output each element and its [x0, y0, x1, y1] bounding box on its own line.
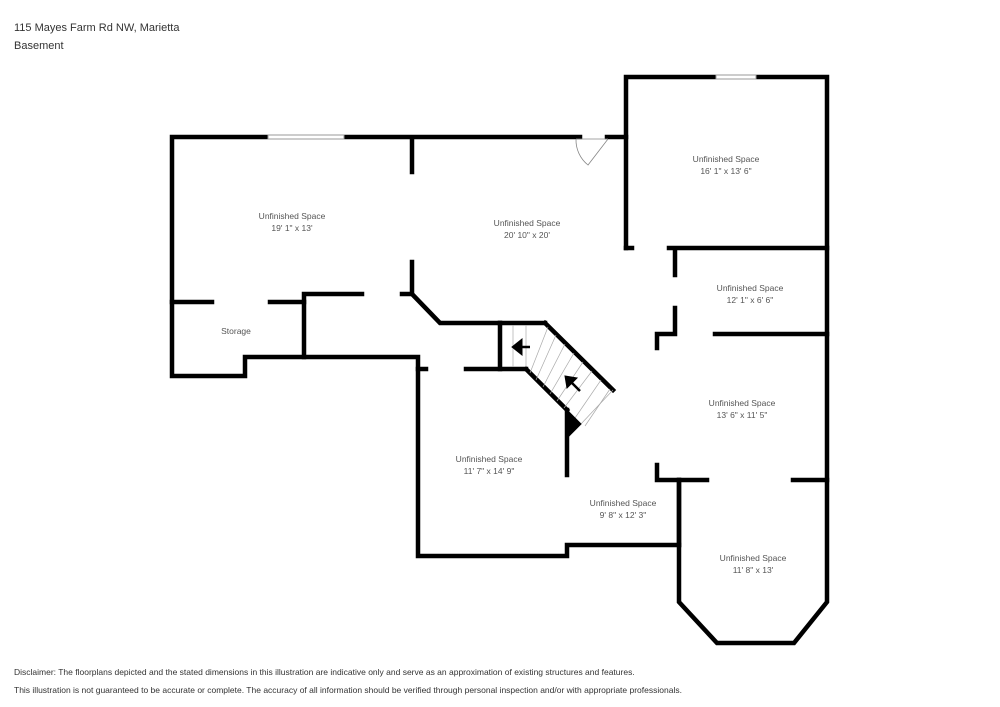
windows — [267, 74, 757, 140]
room-unfinished-east-mid: Unfinished Space 13' 6" x 11' 5" — [708, 398, 776, 420]
room-unfinished-west: Unfinished Space 19' 1" x 13' — [258, 211, 326, 233]
stair-arrows — [511, 337, 582, 440]
disclaimer-line-1: Disclaimer: The floorplans depicted and … — [14, 667, 635, 677]
window-left — [267, 134, 345, 140]
room-unfinished-center: Unfinished Space 20' 10" x 20' — [493, 218, 561, 240]
room-unfinished-east-small: Unfinished Space 12' 1" x 6' 6" — [716, 283, 784, 305]
arrow-left-icon — [511, 337, 530, 357]
walls — [169, 74, 830, 646]
room-unfinished-northeast: Unfinished Space 16' 1" x 13' 6" — [692, 154, 760, 176]
disclaimer: Disclaimer: The floorplans depicted and … — [14, 663, 682, 699]
stair-end-marker — [566, 408, 582, 440]
room-unfinished-southeast: Unfinished Space 11' 8" x 13' — [719, 553, 787, 575]
arrow-up-left-icon — [564, 375, 581, 392]
room-unfinished-south-west: Unfinished Space 11' 7" x 14' 9" — [455, 454, 523, 476]
floor-label: Basement — [14, 40, 64, 52]
window-top-right — [715, 74, 757, 80]
room-storage: Storage — [221, 326, 251, 336]
address-title: 115 Mayes Farm Rd NW, Marietta — [14, 22, 180, 34]
room-unfinished-south-center: Unfinished Space 9' 8" x 12' 3" — [589, 498, 657, 520]
plan-header: 115 Mayes Farm Rd NW, Marietta Basement — [14, 19, 179, 55]
door-swing — [575, 138, 609, 166]
disclaimer-line-2: This illustration is not guaranteed to b… — [14, 685, 682, 695]
